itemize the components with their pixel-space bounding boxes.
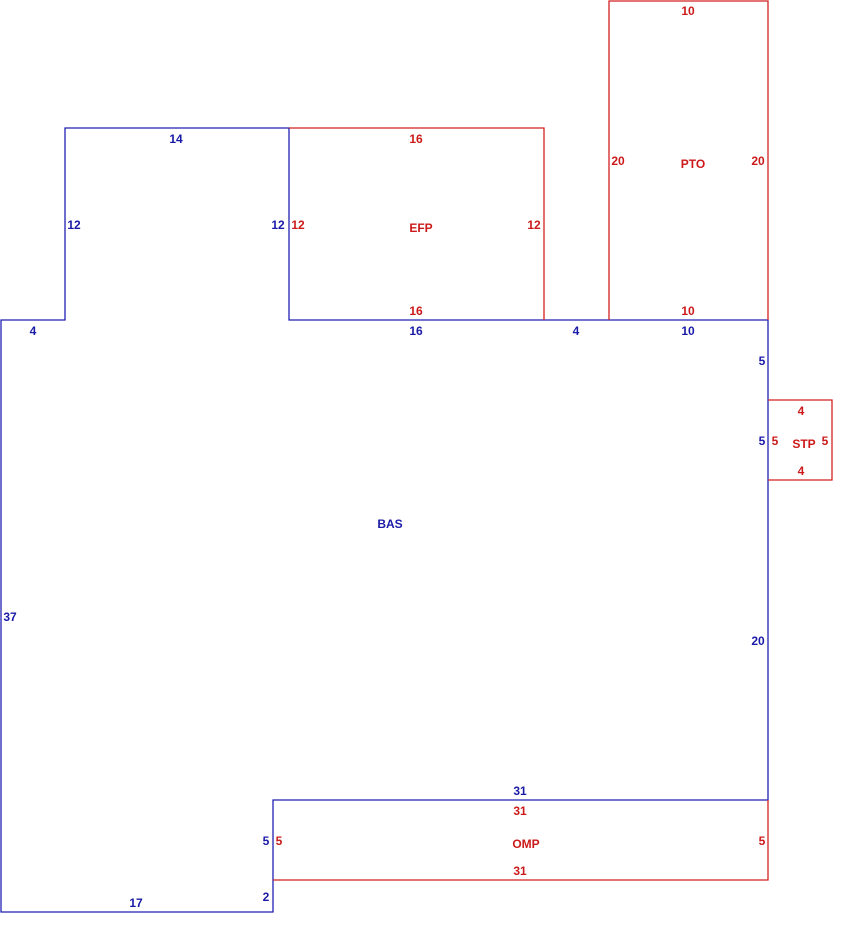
- dim-efp-bottom: 16: [409, 304, 423, 318]
- pto-outline: [608, 0, 769, 320]
- dim-bas-mid: 16: [409, 324, 423, 338]
- dim-efp-top: 16: [409, 132, 423, 146]
- dim-bas-height: 37: [3, 610, 17, 624]
- dim-bas-upper-top: 14: [169, 132, 183, 146]
- dim-bas-upper-left: 12: [67, 218, 81, 232]
- dim-efp-right: 12: [527, 218, 541, 232]
- dim-pto-left: 20: [611, 154, 625, 168]
- area-label-stp: STP: [792, 437, 815, 451]
- dim-omp-left: 5: [276, 834, 283, 848]
- dim-stp-left: 5: [772, 434, 779, 448]
- dim-bas-upper-right: 12: [271, 218, 285, 232]
- dim-omp-top: 31: [513, 804, 527, 818]
- dim-stp-bottom: 4: [798, 464, 805, 478]
- dim-efp-left: 12: [291, 218, 305, 232]
- dim-bas-gap: 4: [573, 324, 580, 338]
- dim-bas-left: 4: [30, 324, 37, 338]
- dim-stp-top: 4: [798, 404, 805, 418]
- dim-omp-bottom: 31: [513, 864, 527, 878]
- area-label-efp: EFP: [409, 221, 432, 235]
- dim-bas-right-upper: 5: [759, 354, 766, 368]
- stp-outline: [768, 399, 833, 481]
- dim-bas-omp: 31: [513, 784, 527, 798]
- area-label-omp: OMP: [512, 837, 539, 851]
- area-label-bas: BAS: [377, 517, 402, 531]
- dim-bas-step2: 2: [263, 890, 270, 904]
- dim-bas-pto: 10: [681, 324, 695, 338]
- dim-bas-bottom: 17: [129, 896, 143, 910]
- dim-stp-right: 5: [822, 434, 829, 448]
- dim-pto-top: 10: [681, 4, 695, 18]
- omp-outline: [273, 800, 769, 881]
- dim-bas-right-stp: 5: [759, 434, 766, 448]
- dim-omp-right: 5: [759, 834, 766, 848]
- dim-pto-bottom: 10: [681, 304, 695, 318]
- efp-outline: [289, 127, 545, 320]
- dim-pto-right: 20: [751, 154, 765, 168]
- dim-bas-right-lower: 20: [751, 634, 765, 648]
- area-label-pto: PTO: [681, 157, 705, 171]
- dim-bas-step: 5: [263, 834, 270, 848]
